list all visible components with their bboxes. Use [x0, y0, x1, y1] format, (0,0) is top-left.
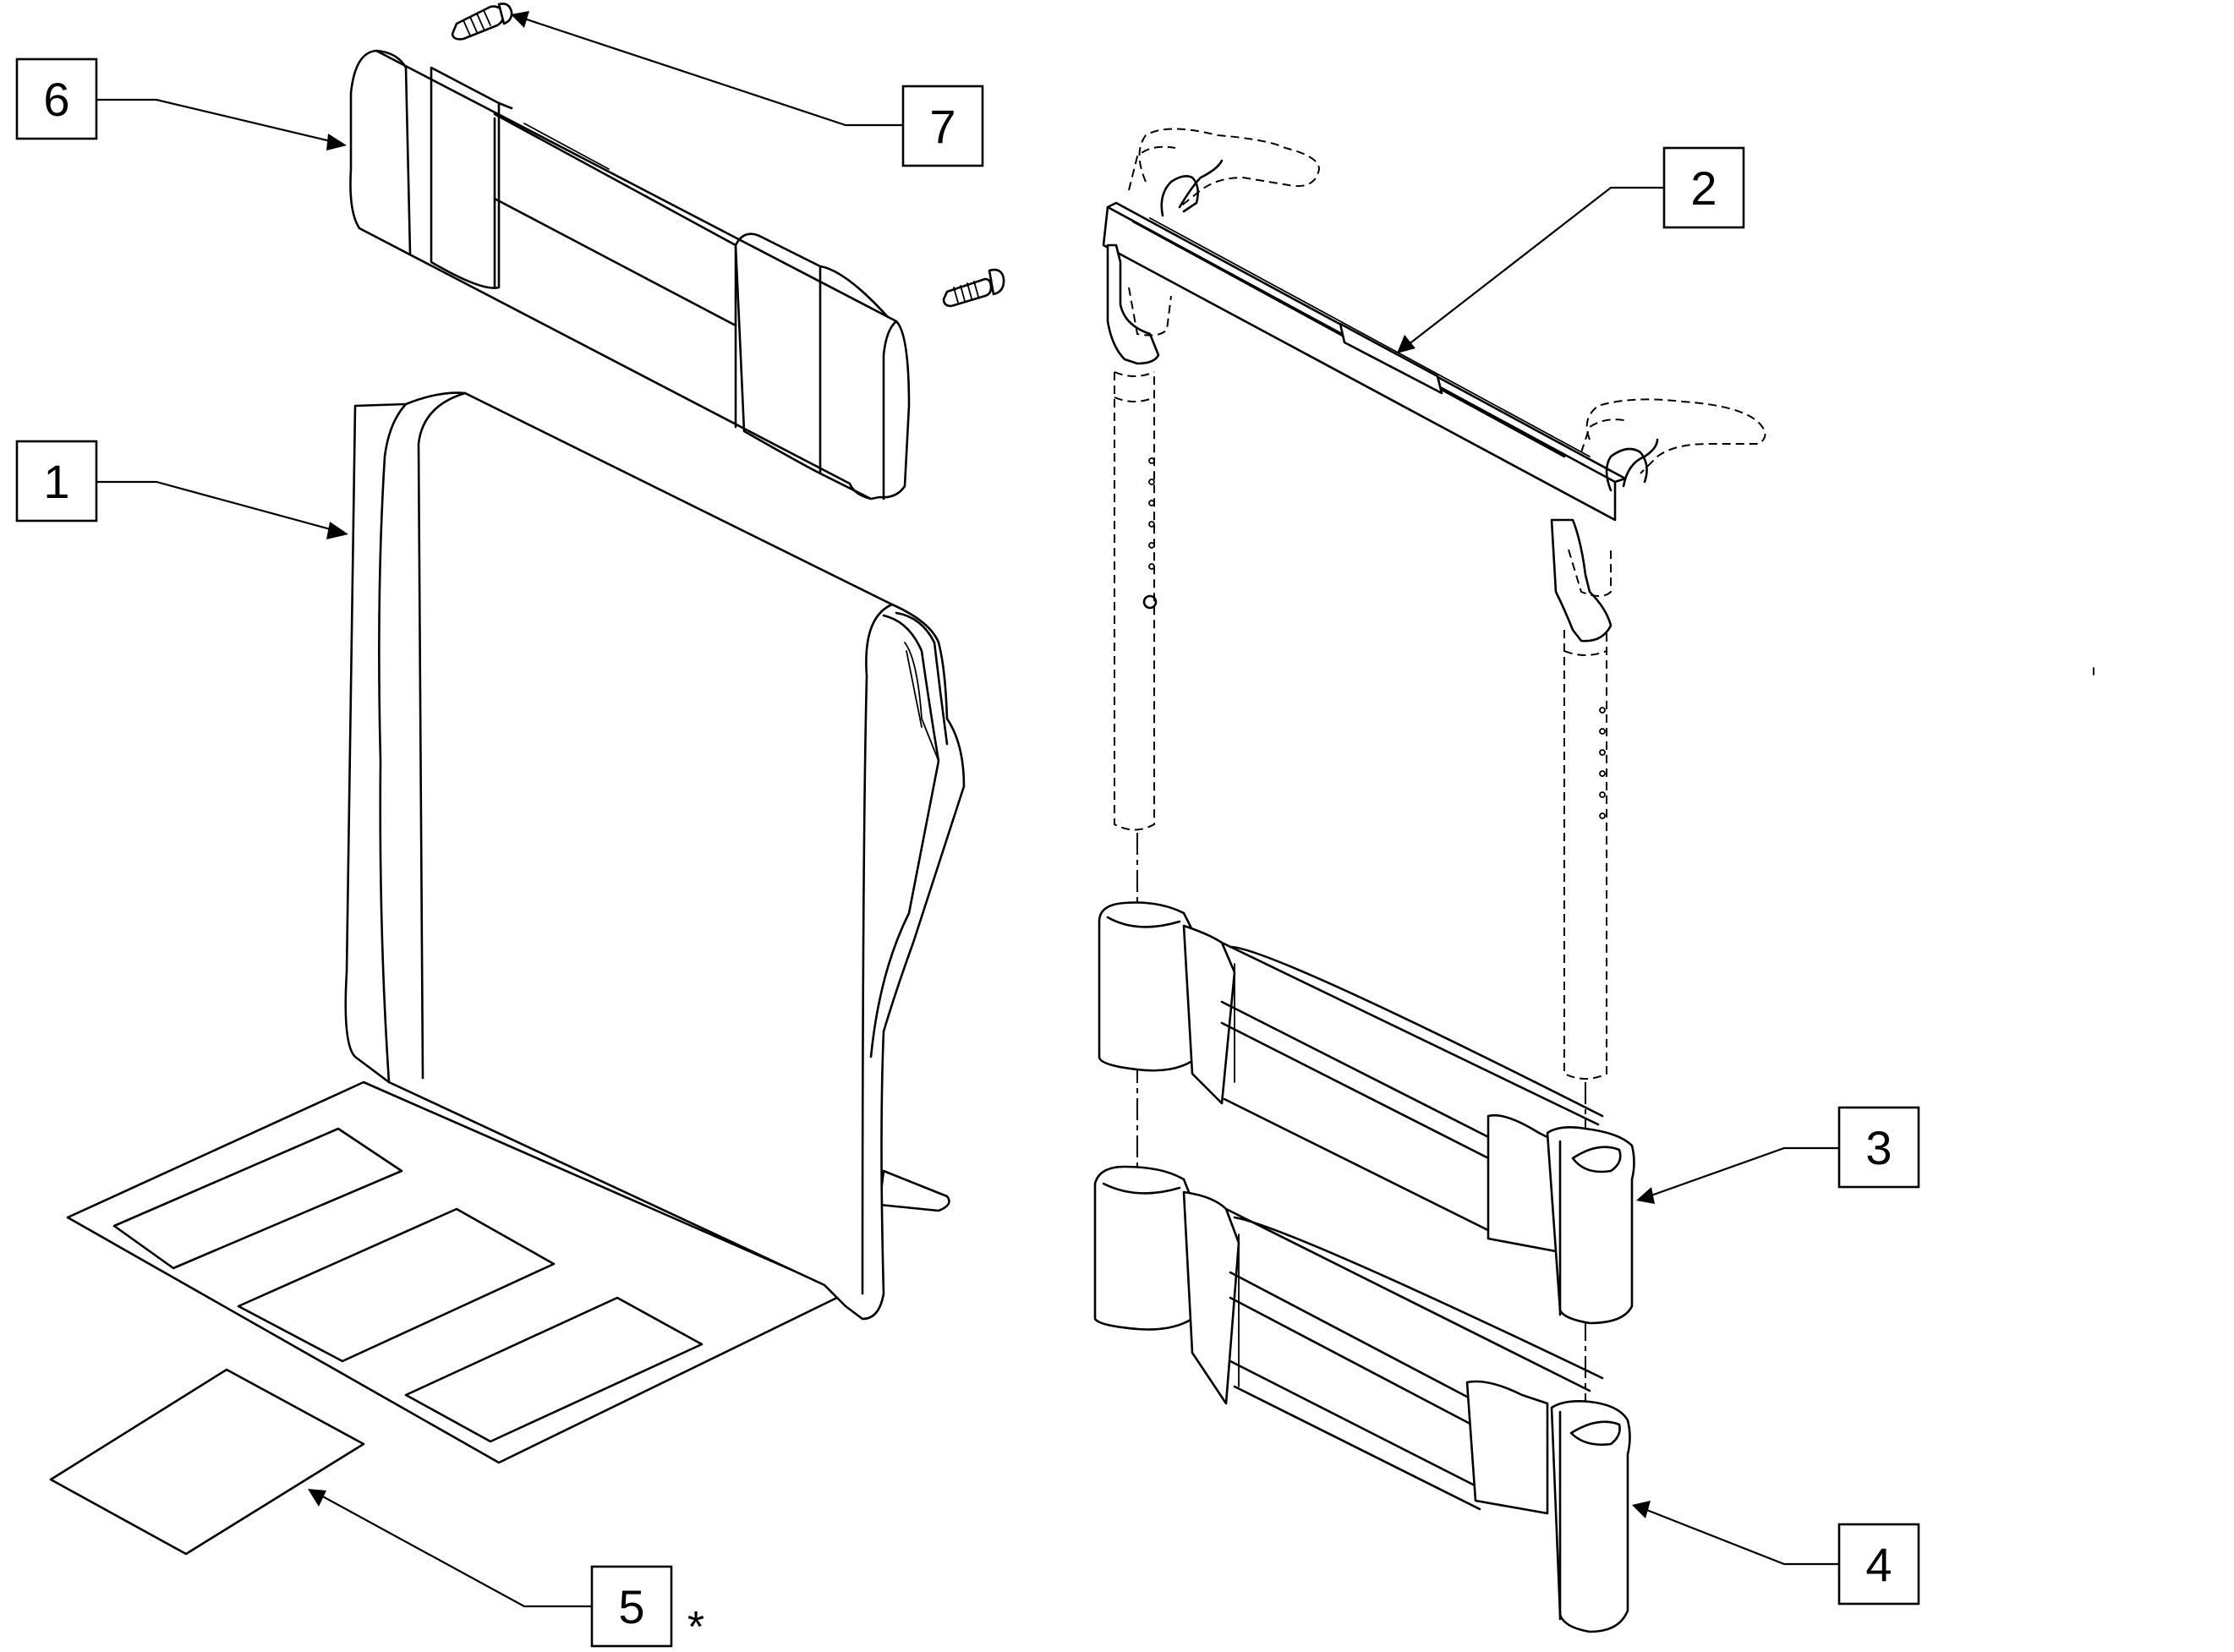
callout-7-label: 7: [929, 100, 955, 153]
left-tube: [1114, 371, 1158, 831]
callout-7: 7: [901, 85, 984, 167]
callout-5: 5: [590, 1565, 673, 1648]
upper-back-strap-3: [1098, 901, 1635, 1325]
mounting-screw-7-lower: [942, 268, 1005, 308]
seat-and-back-upholstery-1: [66, 391, 966, 1464]
callout-5-label: 5: [618, 1580, 644, 1633]
seat-insert-pad-5: [49, 1368, 365, 1556]
callout-6: 6: [15, 57, 98, 140]
callout-4: 4: [1837, 1523, 1920, 1606]
leader-lines: [97, 11, 1839, 1608]
callout-2-label: 2: [1690, 161, 1717, 215]
callout-1-label: 1: [43, 455, 69, 508]
callout-3: 3: [1837, 1106, 1920, 1189]
push-handle-crossbar-2: [1102, 128, 1766, 643]
right-tube: [1563, 630, 1607, 1080]
callout-1: 1: [15, 440, 98, 522]
lower-back-strap-4: [1093, 1165, 1631, 1633]
headrest-pad-6: [349, 49, 911, 501]
callout-6-label: 6: [43, 73, 69, 126]
callout-3-label: 3: [1865, 1121, 1892, 1174]
callout-2: 2: [1662, 146, 1745, 229]
callout-4-label: 4: [1865, 1538, 1892, 1591]
asterisk-note-mark: *: [687, 1603, 704, 1652]
mounting-screw-7: [451, 3, 513, 41]
